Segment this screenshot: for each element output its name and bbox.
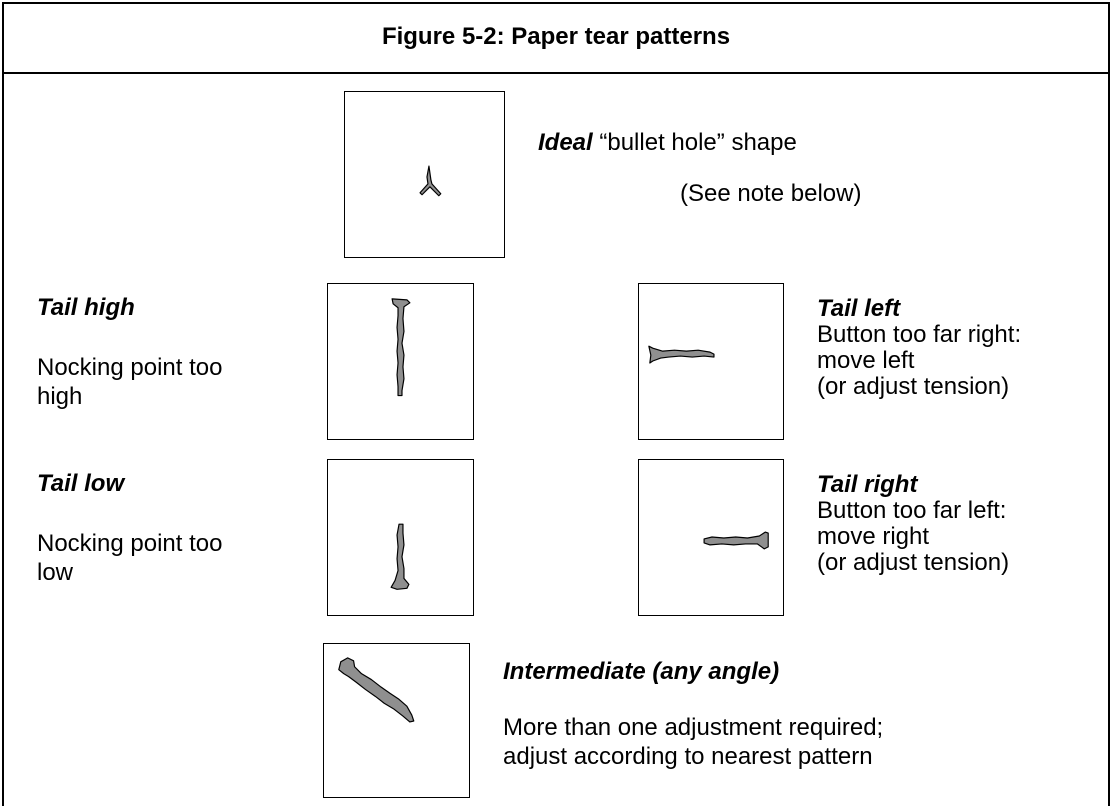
ideal-label-bold: Ideal [538, 129, 593, 156]
intermediate-desc-line1: More than one adjustment required; [503, 714, 884, 741]
tail-high-desc-line2: high [37, 383, 83, 410]
tail-high-title: Tail high [37, 294, 135, 321]
tail-left-tear-shape [648, 345, 715, 364]
tail-high-box [327, 283, 474, 440]
tail-right-box [638, 459, 784, 616]
figure-title: Figure 5-2: Paper tear patterns [381, 23, 731, 50]
tail-low-tear-shape [390, 523, 410, 590]
intermediate-box [323, 643, 470, 798]
tail-left-desc-line3: (or adjust tension) [817, 373, 1010, 400]
intermediate-tear-shape [338, 657, 415, 723]
ideal-note: (See note below) [680, 180, 862, 207]
tail-right-desc-line3: (or adjust tension) [817, 549, 1010, 576]
tail-right-desc-line2: move right [817, 523, 930, 550]
tail-right-title: Tail right [817, 471, 918, 498]
ideal-label-rest: “bullet hole” shape [592, 129, 797, 156]
tail-right-tear-shape [703, 531, 769, 550]
ideal-tear-box [344, 91, 505, 258]
tail-right-desc-line1: Button too far left: [817, 497, 1007, 524]
intermediate-desc-line2: adjust according to nearest pattern [503, 743, 873, 770]
tail-high-tear-shape [391, 298, 411, 397]
tail-low-desc-line1: Nocking point too [37, 530, 223, 557]
tail-low-title: Tail low [37, 470, 125, 497]
ideal-label: Ideal “bullet hole” shape [538, 128, 797, 157]
tail-low-desc-line2: low [37, 559, 74, 586]
tail-left-box [638, 283, 784, 440]
tail-left-desc-line2: move left [817, 347, 915, 374]
title-row: Figure 5-2: Paper tear patterns [2, 2, 1110, 74]
tail-low-box [327, 459, 474, 616]
tail-left-desc-line1: Button too far right: [817, 321, 1022, 348]
ideal-tear-shape [419, 165, 442, 197]
tail-left-title: Tail left [817, 295, 901, 322]
intermediate-title: Intermediate (any angle) [503, 658, 780, 685]
tail-high-desc-line1: Nocking point too [37, 354, 223, 381]
